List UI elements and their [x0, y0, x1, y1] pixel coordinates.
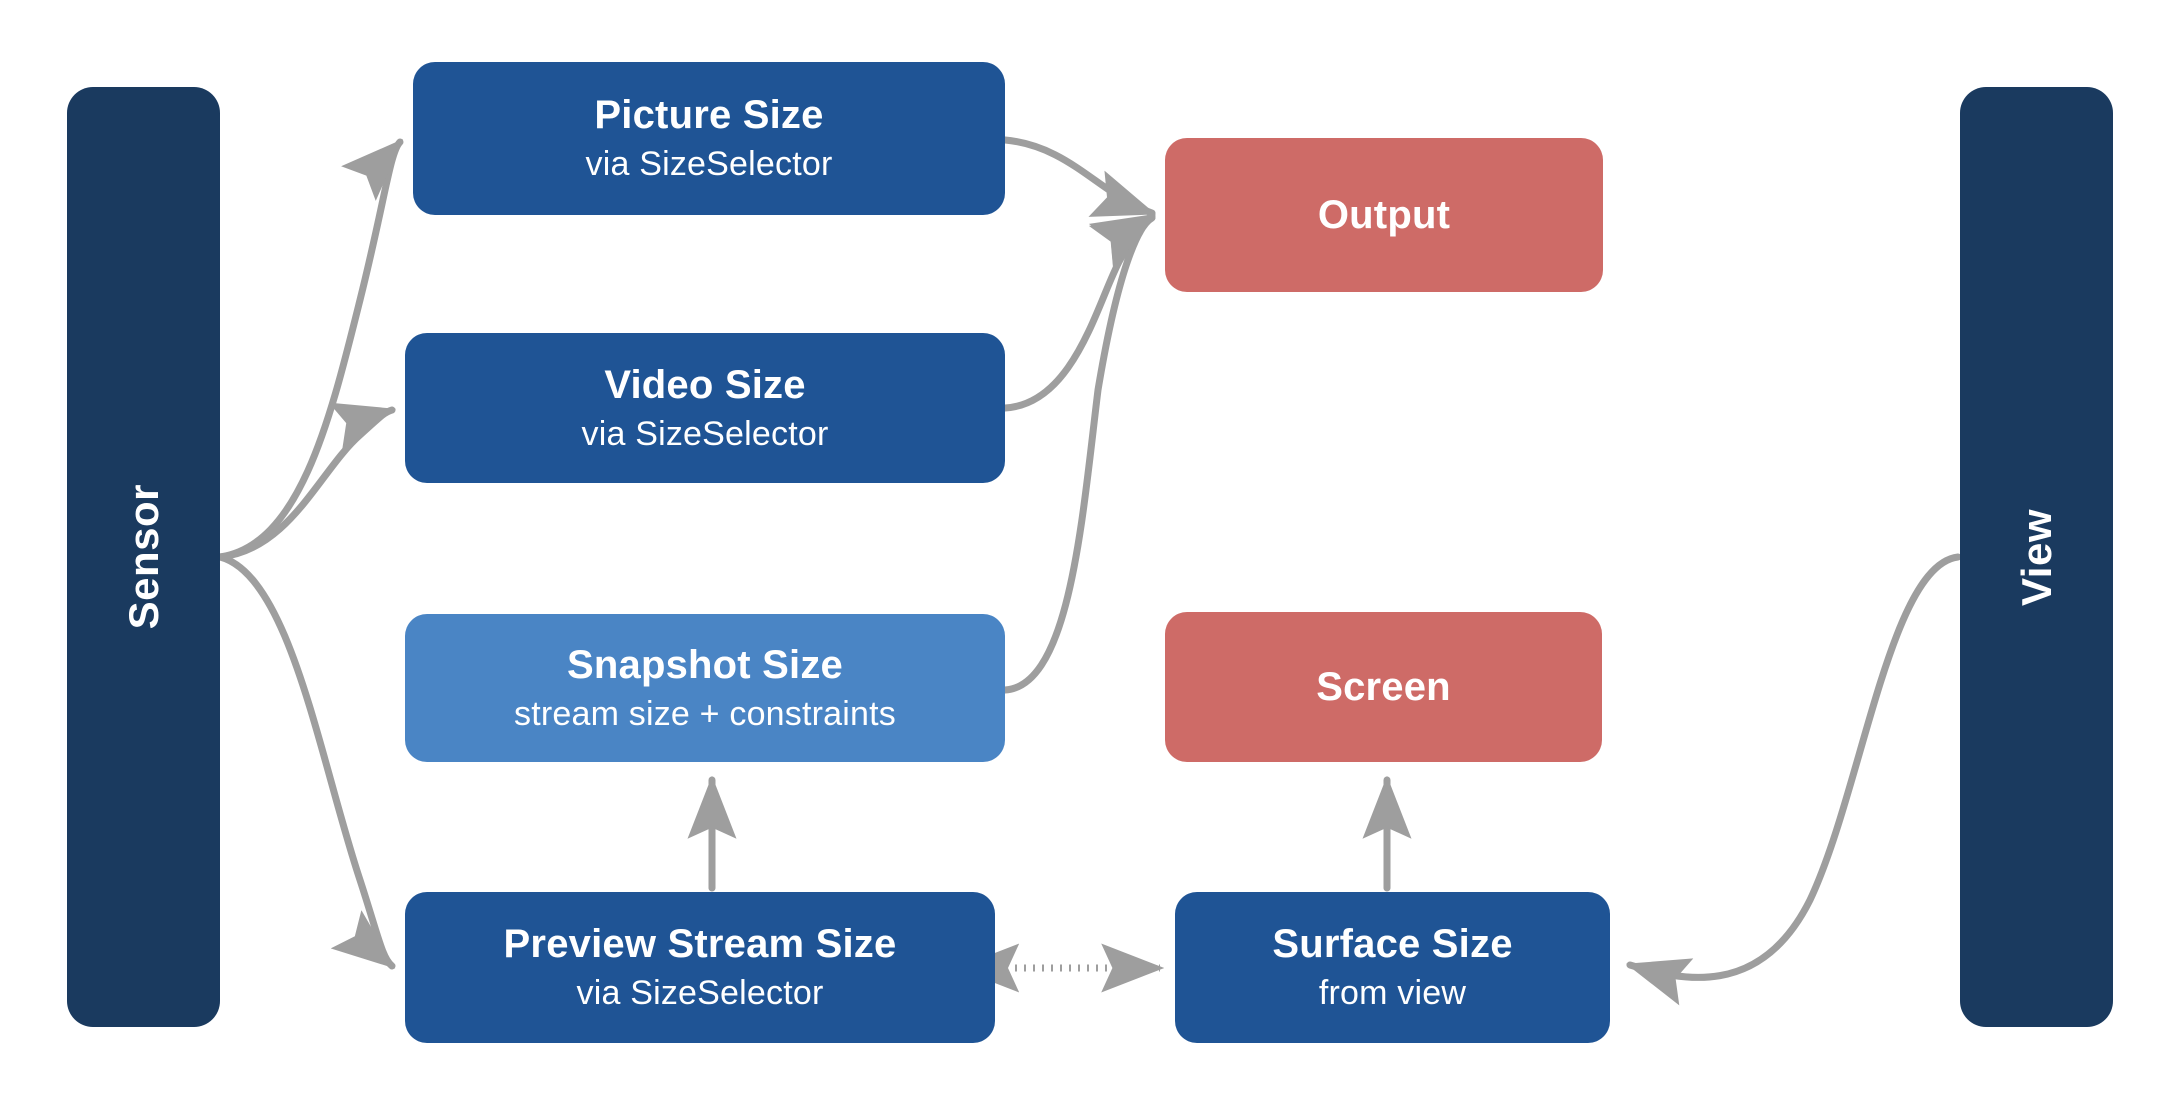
- node-video-size-title: Video Size: [604, 362, 806, 407]
- node-video-size-subtitle: via SizeSelector: [581, 414, 829, 453]
- edge-picture-to-output: [1001, 136, 1156, 217]
- lane-view-label: View: [2012, 508, 2060, 606]
- edge-view-to-surface: [1625, 553, 1962, 1006]
- node-output-title: Output: [1317, 193, 1451, 237]
- node-picture-size-subtitle: via SizeSelector: [585, 145, 833, 184]
- node-screen-title: Screen: [1316, 665, 1451, 709]
- edge-sensor-to-picture: [216, 138, 404, 561]
- lane-view[interactable]: View: [1960, 87, 2113, 1027]
- node-surface-size[interactable]: Surface Size from view: [1175, 892, 1610, 1043]
- node-snapshot-size-subtitle: stream size + constraints: [514, 694, 896, 733]
- node-snapshot-size-title: Snapshot Size: [567, 642, 843, 687]
- node-preview-stream-size[interactable]: Preview Stream Size via SizeSelector: [405, 892, 995, 1043]
- node-picture-size-title: Picture Size: [594, 93, 824, 138]
- edge-video-to-output: [1001, 212, 1156, 412]
- node-preview-stream-size-title: Preview Stream Size: [503, 922, 897, 967]
- edge-sensor-to-video: [216, 402, 397, 561]
- node-screen[interactable]: Screen: [1165, 612, 1602, 762]
- node-surface-size-subtitle: from view: [1318, 974, 1467, 1013]
- lane-sensor[interactable]: Sensor: [67, 87, 220, 1027]
- node-output[interactable]: Output: [1165, 138, 1603, 292]
- lane-sensor-label: Sensor: [119, 484, 167, 630]
- node-picture-size[interactable]: Picture Size via SizeSelector: [413, 62, 1005, 215]
- node-video-size[interactable]: Video Size via SizeSelector: [405, 333, 1005, 483]
- node-surface-size-title: Surface Size: [1272, 922, 1513, 967]
- node-preview-stream-size-subtitle: via SizeSelector: [576, 974, 824, 1013]
- node-snapshot-size[interactable]: Snapshot Size stream size + constraints: [405, 614, 1005, 762]
- edge-snapshot-to-output: [1001, 214, 1156, 694]
- edge-sensor-to-preview: [216, 553, 396, 970]
